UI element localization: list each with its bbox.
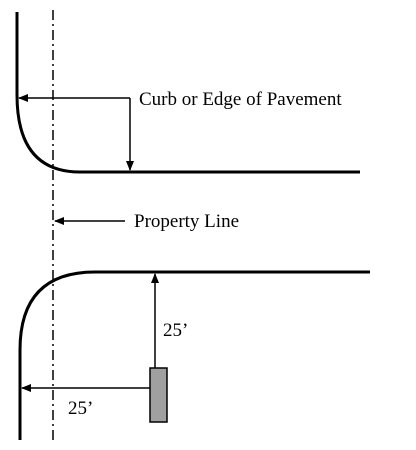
upper-curb-line [15,12,360,174]
lower-curb-line [18,270,370,440]
curb-label: Curb or Edge of Pavement [139,89,342,110]
property-line-label: Property Line [134,211,239,232]
vertical-dimension-label: 25’ [163,320,188,341]
horizontal-dimension-label: 25’ [68,398,93,419]
sign-block [149,367,168,423]
